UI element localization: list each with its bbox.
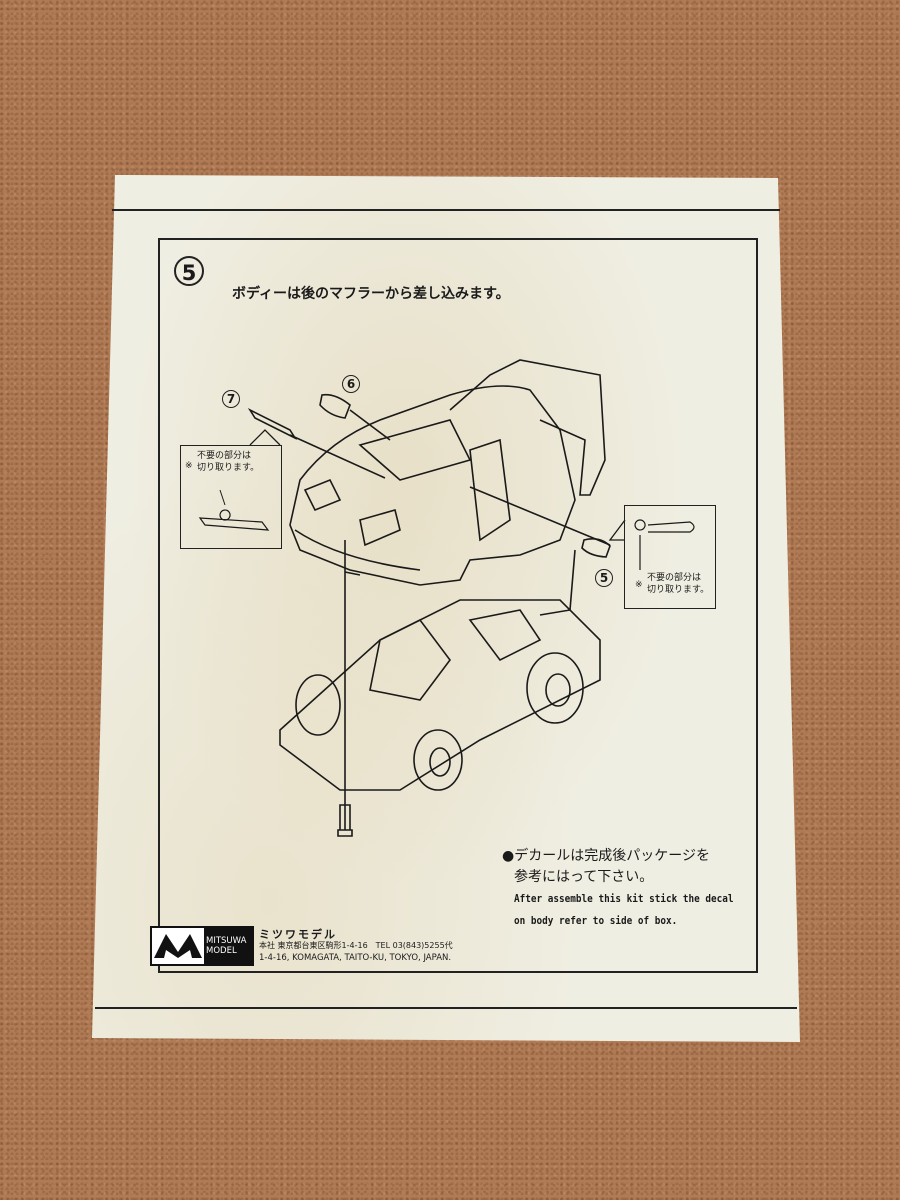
wheel-front-right [413, 729, 463, 791]
decal-note-en-1: After assemble this kit stick the decal [514, 892, 734, 905]
wheel-rear [526, 652, 584, 724]
note-line: 不要の部分は [197, 451, 252, 461]
step-frame [158, 238, 758, 973]
note-line: 切り取ります。 [197, 463, 260, 473]
decal-note-jp-1: ●デカールは完成後パッケージを [502, 848, 710, 864]
note-mark: ※ [185, 461, 193, 471]
company-name-jp: ミツワモデル [259, 928, 337, 941]
callout-right: 不要の部分は ※ 切り取ります。 [624, 505, 716, 609]
company-address-jp: 本社 東京都台東区駒形1-4-16 TEL 03(843)5255代 [259, 941, 453, 950]
part-number-7: 7 [222, 390, 240, 408]
logo-text: MITSUWA [206, 936, 247, 946]
callout-left: ※ 不要の部分は 切り取ります。 [180, 445, 282, 549]
note-mark: ※ [635, 580, 643, 590]
company-address-en: 1-4-16, KOMAGATA, TAITO-KU, TOKYO, JAPAN… [259, 953, 452, 963]
bottom-rule [95, 1007, 797, 1009]
logo-mark-icon [152, 928, 204, 964]
decal-note-en-2: on body refer to side of box. [514, 914, 678, 927]
note-line: 不要の部分は [647, 573, 702, 583]
top-rule [112, 209, 780, 211]
part-number-5: 5 [595, 569, 613, 587]
wheel-front-left [295, 674, 341, 736]
step-instruction: ボディーは後のマフラーから差し込みます。 [232, 286, 510, 302]
part-5-mirror [581, 538, 611, 558]
step-number: 5 [174, 256, 204, 286]
part-number-6: 6 [342, 375, 360, 393]
logo-text: MODEL [206, 946, 237, 956]
part-7-wiper [247, 408, 298, 440]
decal-note-jp-2: 参考にはって下さい。 [514, 869, 654, 885]
car-chassis [279, 599, 601, 791]
screw [337, 804, 353, 837]
part-6-mirror [319, 393, 351, 419]
note-line: 切り取ります。 [647, 585, 710, 595]
decal-note-text: デカールは完成後パッケージを [514, 848, 710, 864]
